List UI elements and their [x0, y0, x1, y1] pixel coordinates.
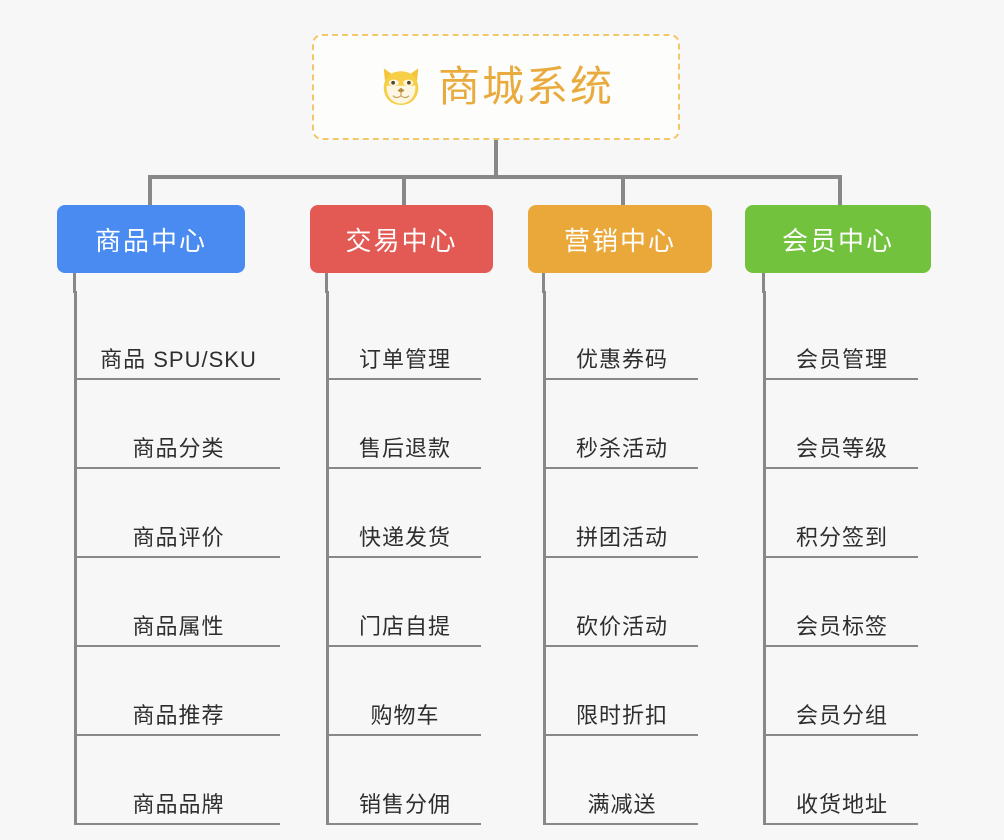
leaf-column-2: 优惠券码秒杀活动拼团活动砍价活动限时折扣满减送: [543, 291, 698, 825]
leaf-item-label: 会员标签: [795, 613, 888, 639]
leaf-item[interactable]: 商品 SPU/SKU: [77, 291, 280, 380]
leaf-item-label: 销售分佣: [358, 791, 451, 817]
leaf-item[interactable]: 会员标签: [766, 558, 918, 647]
category-rail-stem-1: [325, 273, 328, 293]
category-rail-stem-3: [762, 273, 765, 293]
leaf-item[interactable]: 商品分类: [77, 380, 280, 469]
category-box-1[interactable]: 交易中心: [310, 205, 493, 273]
leaf-item-label: 会员管理: [795, 346, 888, 372]
leaf-item-label: 商品评价: [132, 524, 225, 550]
leaf-item[interactable]: 会员管理: [766, 291, 918, 380]
leaf-item-label: 拼团活动: [575, 524, 668, 550]
leaf-item[interactable]: 秒杀活动: [546, 380, 698, 469]
leaf-item[interactable]: 商品属性: [77, 558, 280, 647]
category-rail-stem-0: [73, 273, 76, 293]
root-title: 商城系统: [437, 63, 614, 110]
leaf-item-label: 门店自提: [358, 613, 451, 639]
category-label: 营销中心: [563, 225, 676, 256]
leaf-item-label: 收货地址: [795, 791, 888, 817]
category-box-2[interactable]: 营销中心: [528, 205, 712, 273]
leaf-item-label: 商品属性: [132, 613, 225, 639]
leaf-item[interactable]: 限时折扣: [546, 647, 698, 736]
shiba-dog-face-icon: [383, 68, 419, 105]
leaf-item[interactable]: 快递发货: [329, 469, 481, 558]
leaf-item[interactable]: 积分签到: [766, 469, 918, 558]
leaf-item-label: 满减送: [587, 791, 657, 817]
leaf-column-3: 会员管理会员等级积分签到会员标签会员分组收货地址: [763, 291, 918, 825]
leaf-item-label: 商品推荐: [132, 702, 225, 728]
category-rail-stem-2: [542, 273, 545, 293]
leaf-column-1: 订单管理售后退款快递发货门店自提购物车销售分佣: [326, 291, 481, 825]
category-drop-1: [402, 175, 406, 205]
leaf-item[interactable]: 会员分组: [766, 647, 918, 736]
category-label: 会员中心: [781, 225, 894, 256]
root-stem: [494, 140, 498, 179]
leaf-item-label: 购物车: [370, 702, 440, 728]
leaf-item[interactable]: 收货地址: [766, 736, 918, 825]
leaf-item[interactable]: 销售分佣: [329, 736, 481, 825]
leaf-item-label: 会员分组: [795, 702, 888, 728]
leaf-item-label: 售后退款: [358, 435, 451, 461]
leaf-item[interactable]: 拼团活动: [546, 469, 698, 558]
bus-line: [148, 175, 842, 179]
leaf-item[interactable]: 砍价活动: [546, 558, 698, 647]
category-label: 商品中心: [94, 225, 207, 256]
leaf-item-label: 商品品牌: [132, 791, 225, 817]
leaf-item-label: 秒杀活动: [575, 435, 668, 461]
leaf-item-label: 订单管理: [358, 346, 451, 372]
leaf-column-0: 商品 SPU/SKU 商品分类商品评价商品属性商品推荐商品品牌: [74, 291, 280, 825]
leaf-item[interactable]: 商品品牌: [77, 736, 280, 825]
category-drop-2: [621, 175, 625, 205]
leaf-item-label: 优惠券码: [575, 346, 668, 372]
leaf-item[interactable]: 售后退款: [329, 380, 481, 469]
leaf-item[interactable]: 优惠券码: [546, 291, 698, 380]
leaf-item-label: 积分签到: [795, 524, 888, 550]
leaf-item-label: 限时折扣: [575, 702, 668, 728]
leaf-item[interactable]: 门店自提: [329, 558, 481, 647]
leaf-item[interactable]: 满减送: [546, 736, 698, 825]
leaf-item[interactable]: 购物车: [329, 647, 481, 736]
category-box-3[interactable]: 会员中心: [745, 205, 931, 273]
category-drop-3: [838, 175, 842, 205]
category-label: 交易中心: [345, 225, 458, 256]
category-box-0[interactable]: 商品中心: [57, 205, 245, 273]
leaf-item-label: 会员等级: [795, 435, 888, 461]
root-node[interactable]: 商城系统: [312, 34, 680, 140]
leaf-item[interactable]: 订单管理: [329, 291, 481, 380]
category-drop-0: [148, 175, 152, 205]
leaf-item[interactable]: 会员等级: [766, 380, 918, 469]
leaf-item-label: 砍价活动: [575, 613, 668, 639]
leaf-item-label: 商品分类: [132, 435, 225, 461]
leaf-item-label: 快递发货: [358, 524, 451, 550]
leaf-item-label: 商品 SPU/SKU: [100, 346, 257, 372]
leaf-item[interactable]: 商品推荐: [77, 647, 280, 736]
leaf-item[interactable]: 商品评价: [77, 469, 280, 558]
